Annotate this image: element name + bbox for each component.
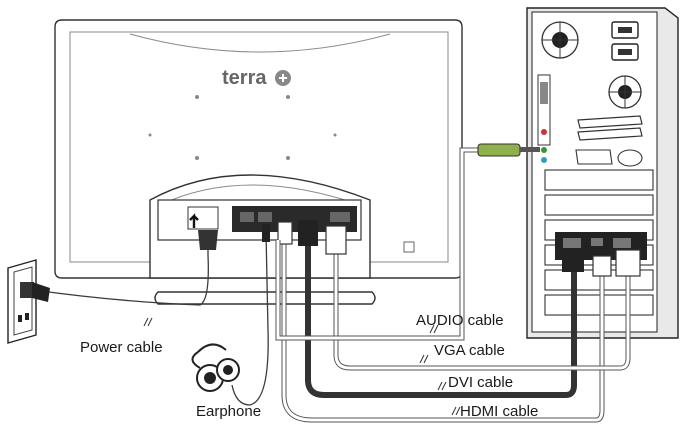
cable-break-marks — [143, 317, 461, 416]
serial-port — [540, 82, 548, 104]
kensington-slot — [403, 241, 415, 253]
hdmi-plug-monitor — [277, 221, 293, 245]
power-cable — [33, 232, 209, 306]
monitor-port — [330, 212, 350, 222]
audio-plug-tip — [520, 147, 540, 152]
earphone-icon — [191, 343, 240, 392]
stand-curve — [159, 184, 361, 206]
power-cable-plug — [198, 230, 218, 250]
label-dvi-cable: DVI cable — [448, 374, 514, 391]
hdmi-port — [591, 238, 603, 246]
monitor-port — [258, 212, 272, 222]
dvi-plug-monitor — [298, 220, 318, 246]
fan-icon — [541, 21, 579, 59]
dvi-cable — [305, 240, 577, 398]
monitor-top-curve — [129, 33, 391, 53]
slot-cover — [617, 149, 643, 167]
vga-plug-pc — [615, 249, 641, 277]
hdmi-plug-pc — [592, 255, 612, 277]
label-audio-cable: AUDIO cable — [416, 312, 504, 329]
earphone-cable — [231, 231, 269, 406]
slot-cover — [577, 127, 643, 141]
monitor — [54, 19, 463, 305]
dvi-port — [563, 238, 581, 248]
power-wall-plug — [32, 282, 50, 302]
label-vga-cable: VGA cable — [434, 342, 505, 359]
dvi-plug-pc — [562, 248, 584, 272]
up-arrow-icon — [189, 213, 199, 228]
vga-plug-monitor — [325, 225, 347, 255]
label-earphone: Earphone — [196, 403, 262, 420]
audio-jack-mic — [541, 129, 547, 135]
monitor-panel-edge — [69, 31, 449, 263]
slot-cover — [575, 149, 613, 165]
audio-jack-in — [541, 157, 547, 163]
label-hdmi-cable: HDMI cable — [460, 403, 539, 420]
terra-logo-icon — [275, 70, 291, 86]
slot-cover — [577, 115, 643, 129]
earphone-jack — [262, 224, 270, 242]
audio-jack-out — [541, 147, 547, 153]
fan-icon — [608, 75, 642, 109]
monitor-brand: terra — [222, 67, 267, 89]
vga-port — [613, 238, 631, 248]
vesa-holes — [148, 95, 337, 160]
monitor-port — [240, 212, 254, 222]
monitor-power-port — [187, 206, 219, 230]
audio-plug-pc — [477, 143, 521, 157]
wall-outlet-icon — [7, 259, 37, 344]
monitor-stand-base — [154, 291, 376, 305]
label-power-cable: Power cable — [80, 339, 163, 356]
